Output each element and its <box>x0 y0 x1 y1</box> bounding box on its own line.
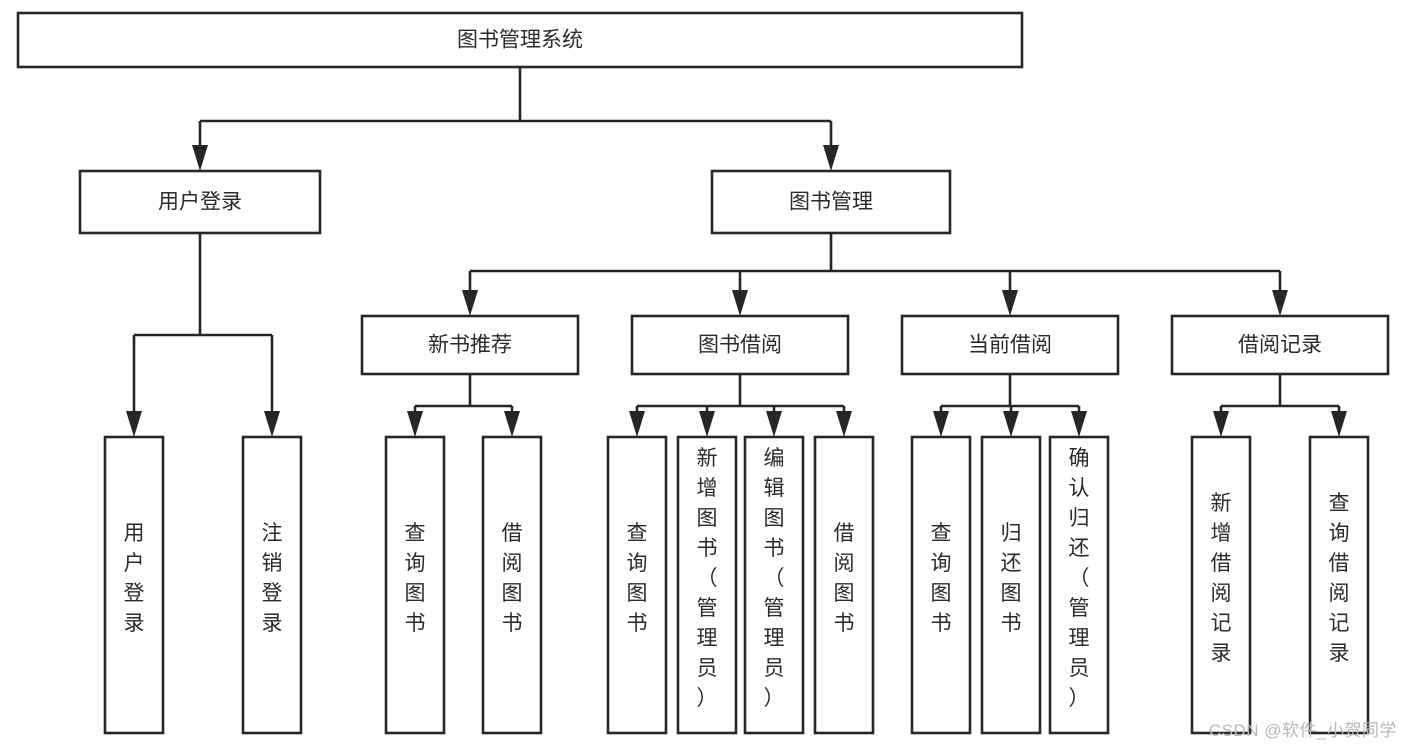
arrow-head-icon <box>933 411 949 437</box>
node-leaf-add-book[interactable]: 新增图书（管理员） <box>676 435 738 735</box>
node-label: 确认归还（管理员） <box>1069 447 1090 710</box>
arrow-head-icon <box>732 290 748 316</box>
node-label: 注销登录 <box>262 522 283 635</box>
node-leaf-query-book-new[interactable]: 查询图书 <box>384 435 446 735</box>
connector-layer <box>126 67 1347 437</box>
node-login[interactable]: 用户登录 <box>78 169 322 235</box>
arrow-head-icon <box>699 411 715 437</box>
node-leaf-borrow-book[interactable]: 借阅图书 <box>813 435 875 735</box>
node-root[interactable]: 图书管理系统 <box>16 11 1024 69</box>
node-box[interactable] <box>16 11 1024 69</box>
node-bookmgmt[interactable]: 图书管理 <box>710 169 952 235</box>
node-leaf-return-book[interactable]: 归还图书 <box>980 435 1042 735</box>
node-label: 图书管理系统 <box>457 29 583 52</box>
node-leaf-borrow-book-new[interactable]: 借阅图书 <box>481 435 543 735</box>
node-box[interactable] <box>384 435 446 735</box>
node-leaf-user-logout[interactable]: 注销登录 <box>241 435 303 735</box>
node-records[interactable]: 借阅记录 <box>1170 314 1390 376</box>
node-layer: 图书管理系统用户登录图书管理新书推荐图书借阅当前借阅借阅记录用户登录注销登录查询… <box>16 11 1390 735</box>
node-label: 用户登录 <box>158 191 242 214</box>
node-borrow[interactable]: 图书借阅 <box>630 314 850 376</box>
node-leaf-query-record[interactable]: 查询借阅记录 <box>1308 435 1370 735</box>
node-box[interactable] <box>360 314 580 376</box>
node-box[interactable] <box>630 314 850 376</box>
arrow-head-icon <box>126 411 142 437</box>
node-label: 查询图书 <box>405 522 426 635</box>
node-box[interactable] <box>1048 435 1110 735</box>
connector-group-records <box>1213 374 1347 437</box>
connector-group-root <box>192 67 839 171</box>
node-current[interactable]: 当前借阅 <box>900 314 1120 376</box>
node-label: 图书管理 <box>789 191 873 214</box>
arrow-head-icon <box>766 411 782 437</box>
node-label: 用户登录 <box>124 522 145 635</box>
node-box[interactable] <box>910 435 972 735</box>
node-label: 归还图书 <box>1001 522 1022 635</box>
node-label: 编辑图书（管理员） <box>764 447 785 710</box>
node-leaf-user-login[interactable]: 用户登录 <box>103 435 165 735</box>
node-box[interactable] <box>676 435 738 735</box>
connector-group-current <box>933 374 1087 437</box>
node-box[interactable] <box>1170 314 1390 376</box>
arrow-head-icon <box>462 290 478 316</box>
node-box[interactable] <box>1190 435 1252 735</box>
node-label: 查询图书 <box>931 522 952 635</box>
arrow-head-icon <box>264 411 280 437</box>
node-newbook[interactable]: 新书推荐 <box>360 314 580 376</box>
connector-group-login <box>126 233 280 437</box>
arrow-head-icon <box>504 411 520 437</box>
node-leaf-confirm-return[interactable]: 确认归还（管理员） <box>1048 435 1110 735</box>
node-label: 借阅记录 <box>1238 334 1322 357</box>
node-label: 新书推荐 <box>428 334 512 357</box>
node-box[interactable] <box>1308 435 1370 735</box>
watermark-text: CSDN @软件_小贺同学 <box>1208 721 1397 740</box>
arrow-head-icon <box>836 411 852 437</box>
node-leaf-query-book[interactable]: 查询图书 <box>606 435 668 735</box>
arrow-head-icon <box>192 145 208 171</box>
arrow-head-icon <box>1071 411 1087 437</box>
node-box[interactable] <box>78 169 322 235</box>
node-box[interactable] <box>241 435 303 735</box>
node-label: 借阅图书 <box>834 522 855 635</box>
node-leaf-add-record[interactable]: 新增借阅记录 <box>1190 435 1252 735</box>
node-box[interactable] <box>980 435 1042 735</box>
node-box[interactable] <box>743 435 805 735</box>
arrow-head-icon <box>1002 290 1018 316</box>
node-box[interactable] <box>481 435 543 735</box>
node-label: 图书借阅 <box>698 334 782 357</box>
node-box[interactable] <box>900 314 1120 376</box>
node-label: 查询图书 <box>627 522 648 635</box>
node-box[interactable] <box>103 435 165 735</box>
arrow-head-icon <box>1003 411 1019 437</box>
connector-group-borrow <box>629 374 852 437</box>
arrow-head-icon <box>1213 411 1229 437</box>
node-box[interactable] <box>813 435 875 735</box>
node-leaf-edit-book[interactable]: 编辑图书（管理员） <box>743 435 805 735</box>
arrow-head-icon <box>1331 411 1347 437</box>
arrow-head-icon <box>629 411 645 437</box>
arrow-head-icon <box>407 411 423 437</box>
arrow-head-icon <box>823 145 839 171</box>
node-box[interactable] <box>710 169 952 235</box>
connector-group-bookmgmt <box>462 233 1288 316</box>
node-leaf-query-book-cur[interactable]: 查询图书 <box>910 435 972 735</box>
node-label: 当前借阅 <box>968 334 1052 357</box>
connector-group-newbook <box>407 374 520 437</box>
arrow-head-icon <box>1272 290 1288 316</box>
node-box[interactable] <box>606 435 668 735</box>
node-label: 新增借阅记录 <box>1211 492 1232 665</box>
node-label: 查询借阅记录 <box>1329 492 1350 665</box>
node-label: 新增图书（管理员） <box>697 447 718 710</box>
node-label: 借阅图书 <box>502 522 523 635</box>
